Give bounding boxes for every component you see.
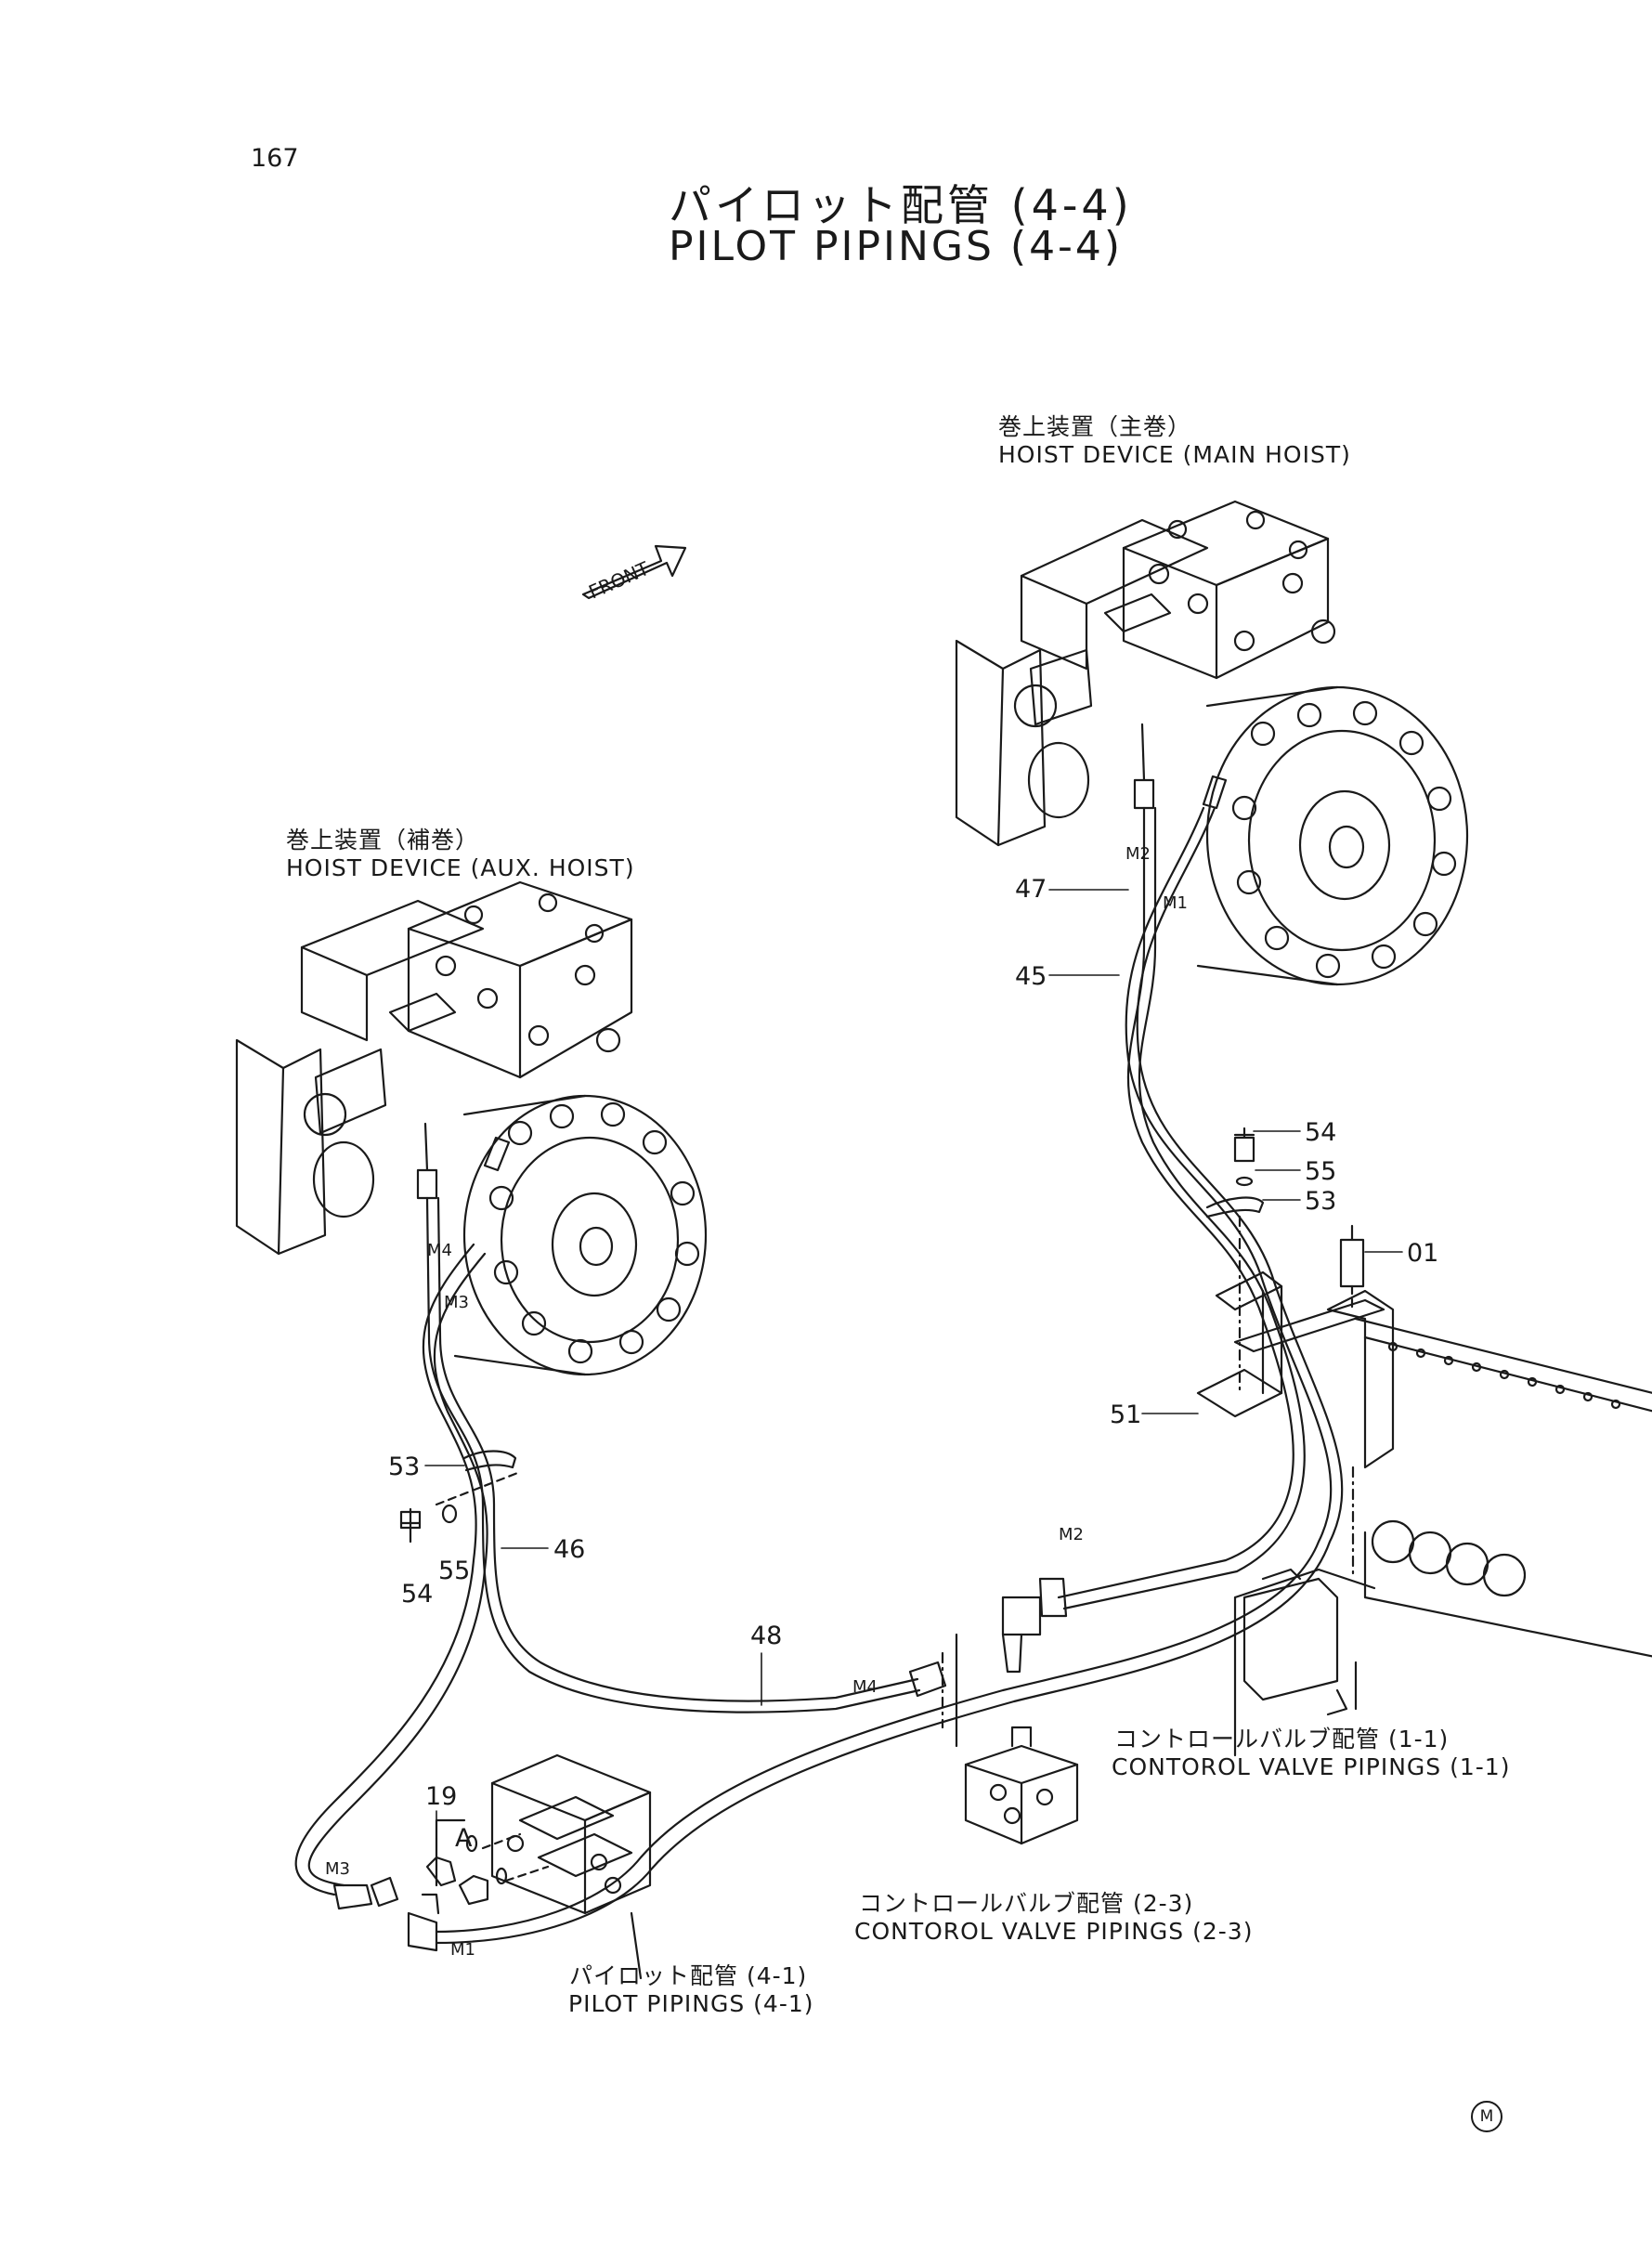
port-m3-aux: M3 [444, 1293, 469, 1312]
pp41-label-en: PILOT PIPINGS (4-1) [568, 1990, 814, 2017]
port-m4-aux: M4 [427, 1241, 452, 1260]
cv11-label-jp: コントロールバルブ配管 (1-1) [1114, 1726, 1450, 1752]
callout-45: 45 [1015, 962, 1047, 991]
main-hoist-label-jp: 巻上装置（主巻） [998, 413, 1192, 440]
port-m3-bot: M3 [325, 1859, 350, 1879]
callout-46: 46 [553, 1535, 585, 1564]
aux-hoist-label-jp: 巻上装置（補巻） [286, 827, 480, 853]
port-m1-bot: M1 [450, 1940, 475, 1960]
cv11-label-en: CONTOROL VALVE PIPINGS (1-1) [1112, 1753, 1511, 1780]
main-hoist-device [955, 500, 1469, 986]
main-hoist-label-en: HOIST DEVICE (MAIN HOIST) [998, 441, 1351, 468]
front-arrow: FRONT [581, 544, 687, 604]
page-title-en: PILOT PIPINGS (4-4) [669, 223, 1124, 270]
control-valve-1-1 [1233, 1519, 1652, 1757]
front-arrow-label: FRONT [585, 557, 653, 604]
callout-48: 48 [750, 1622, 782, 1650]
port-m4-mid: M4 [852, 1677, 878, 1697]
control-valve-2-3 [941, 1633, 1079, 1845]
hose-fittings [332, 1577, 1068, 1952]
port-m2-mid: M2 [1059, 1525, 1084, 1544]
leader-lines [424, 889, 1403, 1832]
hose-47-45 [435, 806, 1344, 1945]
callout-55-left: 55 [438, 1557, 470, 1585]
callout-53-right: 53 [1305, 1187, 1336, 1216]
page-title-jp: パイロット配管 (4-4) [669, 180, 1133, 230]
callout-01: 01 [1407, 1239, 1438, 1268]
callout-54-right: 54 [1305, 1118, 1336, 1147]
clamp-left [399, 1450, 522, 1544]
cv23-label-jp: コントロールバルブ配管 (2-3) [859, 1890, 1194, 1917]
port-m1-top: M1 [1163, 893, 1188, 913]
cv23-label-en: CONTOROL VALVE PIPINGS (2-3) [854, 1918, 1254, 1945]
pp41-label-jp: パイロット配管 (4-1) [569, 1962, 808, 1989]
callout-54-left: 54 [401, 1580, 433, 1609]
callout-53-left: 53 [388, 1453, 420, 1481]
callout-a: A [455, 1824, 473, 1853]
page-number: 167 [251, 144, 299, 173]
clamp-bracket-right [1196, 1127, 1652, 1581]
aux-hoist-device [235, 880, 708, 1376]
callout-47: 47 [1015, 875, 1047, 904]
port-m2-top: M2 [1125, 844, 1151, 864]
callout-19: 19 [425, 1782, 457, 1811]
callout-51: 51 [1110, 1401, 1141, 1429]
brand-mark: M [1471, 2101, 1502, 2132]
callout-55-right: 55 [1305, 1157, 1336, 1186]
aux-hoist-label-en: HOIST DEVICE (AUX. HOIST) [286, 854, 635, 881]
hose-46-48 [294, 1196, 921, 1896]
